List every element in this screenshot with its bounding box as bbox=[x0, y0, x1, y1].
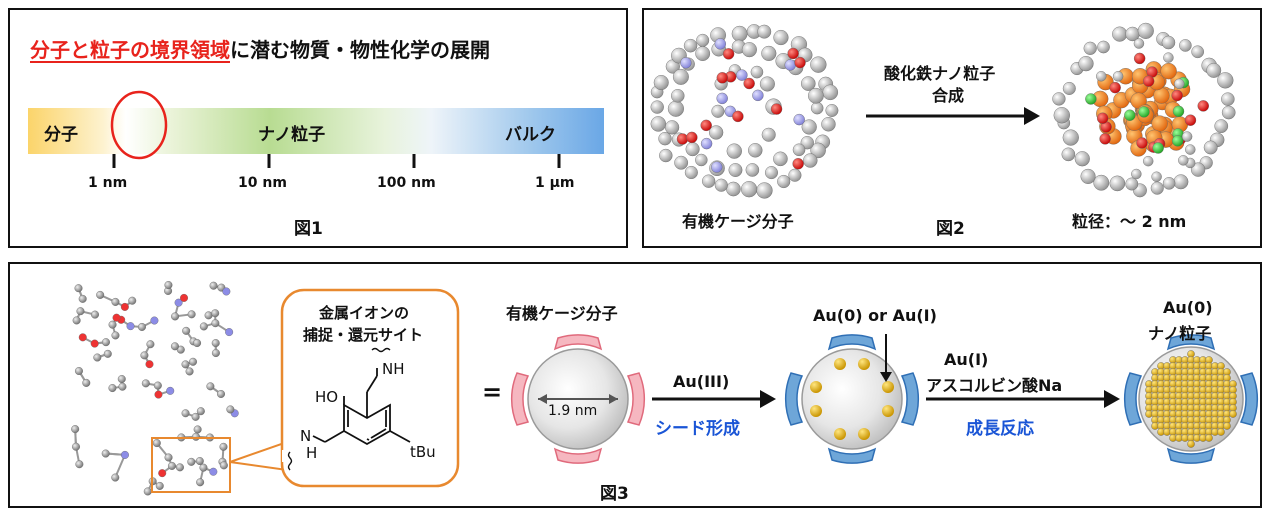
window-bottom bbox=[553, 447, 603, 464]
chem-tbu: tBu bbox=[410, 443, 436, 461]
fig1-title-highlight: 分子と粒子の境界領域 bbox=[30, 38, 230, 62]
gold-nanoparticle-core bbox=[1145, 350, 1237, 448]
fig3-caption: 図3 bbox=[600, 484, 629, 504]
chem-nh-left-n: N bbox=[300, 427, 312, 445]
gold-seed-dots bbox=[810, 358, 894, 440]
step2-reagent-line2: アスコルビン酸Na bbox=[926, 376, 1063, 395]
fig2-arrow-label-line2: 合成 bbox=[932, 86, 965, 105]
callout-title-line1: 金属イオンの bbox=[319, 304, 410, 322]
ball-and-stick-cage-structure bbox=[71, 281, 239, 496]
synthesis-arrow-head bbox=[1024, 107, 1040, 125]
fig1-title-rest: に潜む物質・物性化学の展開 bbox=[230, 38, 490, 62]
growth-arrow-head bbox=[1104, 390, 1120, 408]
window-right bbox=[626, 372, 646, 426]
chem-nh-top: NH bbox=[382, 360, 405, 378]
seeded-cage-icon bbox=[784, 334, 920, 464]
fig1-caption: 図1 bbox=[294, 219, 323, 239]
product-label-line2: ナノ粒子 bbox=[1148, 324, 1212, 343]
fig3-graphics bbox=[71, 281, 460, 496]
window-left bbox=[510, 372, 530, 426]
fig2-caption: 図2 bbox=[936, 219, 965, 239]
diameter-label: 1.9 nm bbox=[548, 403, 598, 419]
size-scale-bar bbox=[28, 108, 604, 154]
tick-label-10nm: 10 nm bbox=[238, 175, 287, 191]
organic-cage-molecule-model bbox=[650, 24, 839, 199]
fig3-scheme bbox=[510, 334, 1259, 464]
step2-name: 成長反応 bbox=[966, 419, 1034, 439]
step1-reagent: Au(III) bbox=[673, 372, 730, 391]
gold-nanoparticle-cage-icon bbox=[1123, 334, 1259, 464]
tick-label-1nm: 1 nm bbox=[88, 175, 128, 191]
bar-label-bulk: バルク bbox=[505, 125, 556, 145]
fig1-graphics bbox=[110, 90, 561, 168]
chem-oh: HO bbox=[315, 388, 339, 406]
boundary-region-circle bbox=[110, 90, 168, 160]
equals-sign: = bbox=[482, 378, 503, 406]
bar-label-nanoparticle: ナノ粒子 bbox=[258, 125, 326, 145]
chem-nh-left-h: H bbox=[306, 444, 318, 462]
aminophenol-structure bbox=[287, 347, 411, 471]
fig2-particle-size: 粒径：〜 2 nm bbox=[1072, 212, 1187, 231]
step2-reagent-line1: Au(I) bbox=[944, 350, 989, 369]
window-top bbox=[553, 334, 603, 351]
fig2-left-label: 有機ケージ分子 bbox=[682, 212, 794, 231]
tick-label-1um: 1 μm bbox=[535, 175, 575, 191]
tick-label-100nm: 100 nm bbox=[377, 175, 436, 191]
figure3-panel: 金属イオンの 捕捉・還元サイト NH HO N H tBu = bbox=[8, 262, 1262, 508]
highlight-box bbox=[151, 437, 231, 493]
step1-name: シード形成 bbox=[655, 419, 740, 439]
bar-label-molecule: 分子 bbox=[44, 125, 78, 145]
seed-formation-arrow-head bbox=[760, 390, 776, 408]
callout-title-line2: 捕捉・還元サイト bbox=[303, 326, 424, 344]
figure2-panel: 酸化鉄ナノ粒子 合成 有機ケージ分子 図2 粒径：〜 2 nm bbox=[642, 8, 1262, 248]
product-label-line1: Au(0) bbox=[1163, 298, 1213, 317]
figure1-panel: 分子と粒子の境界領域に潜む物質・物性化学の展開 分子 ナノ粒子 バルク 1 nm… bbox=[8, 8, 628, 248]
fig2-arrow-label-line1: 酸化鉄ナノ粒子 bbox=[884, 64, 996, 83]
empty-cage-icon bbox=[510, 334, 646, 464]
fig2-graphics bbox=[650, 22, 1236, 199]
cage-label: 有機ケージ分子 bbox=[506, 304, 618, 323]
seed-label: Au(0) or Au(I) bbox=[813, 306, 937, 325]
fig1-title: 分子と粒子の境界領域に潜む物質・物性化学の展開 bbox=[30, 34, 490, 63]
iron-oxide-nanoparticle-model bbox=[1052, 22, 1236, 198]
